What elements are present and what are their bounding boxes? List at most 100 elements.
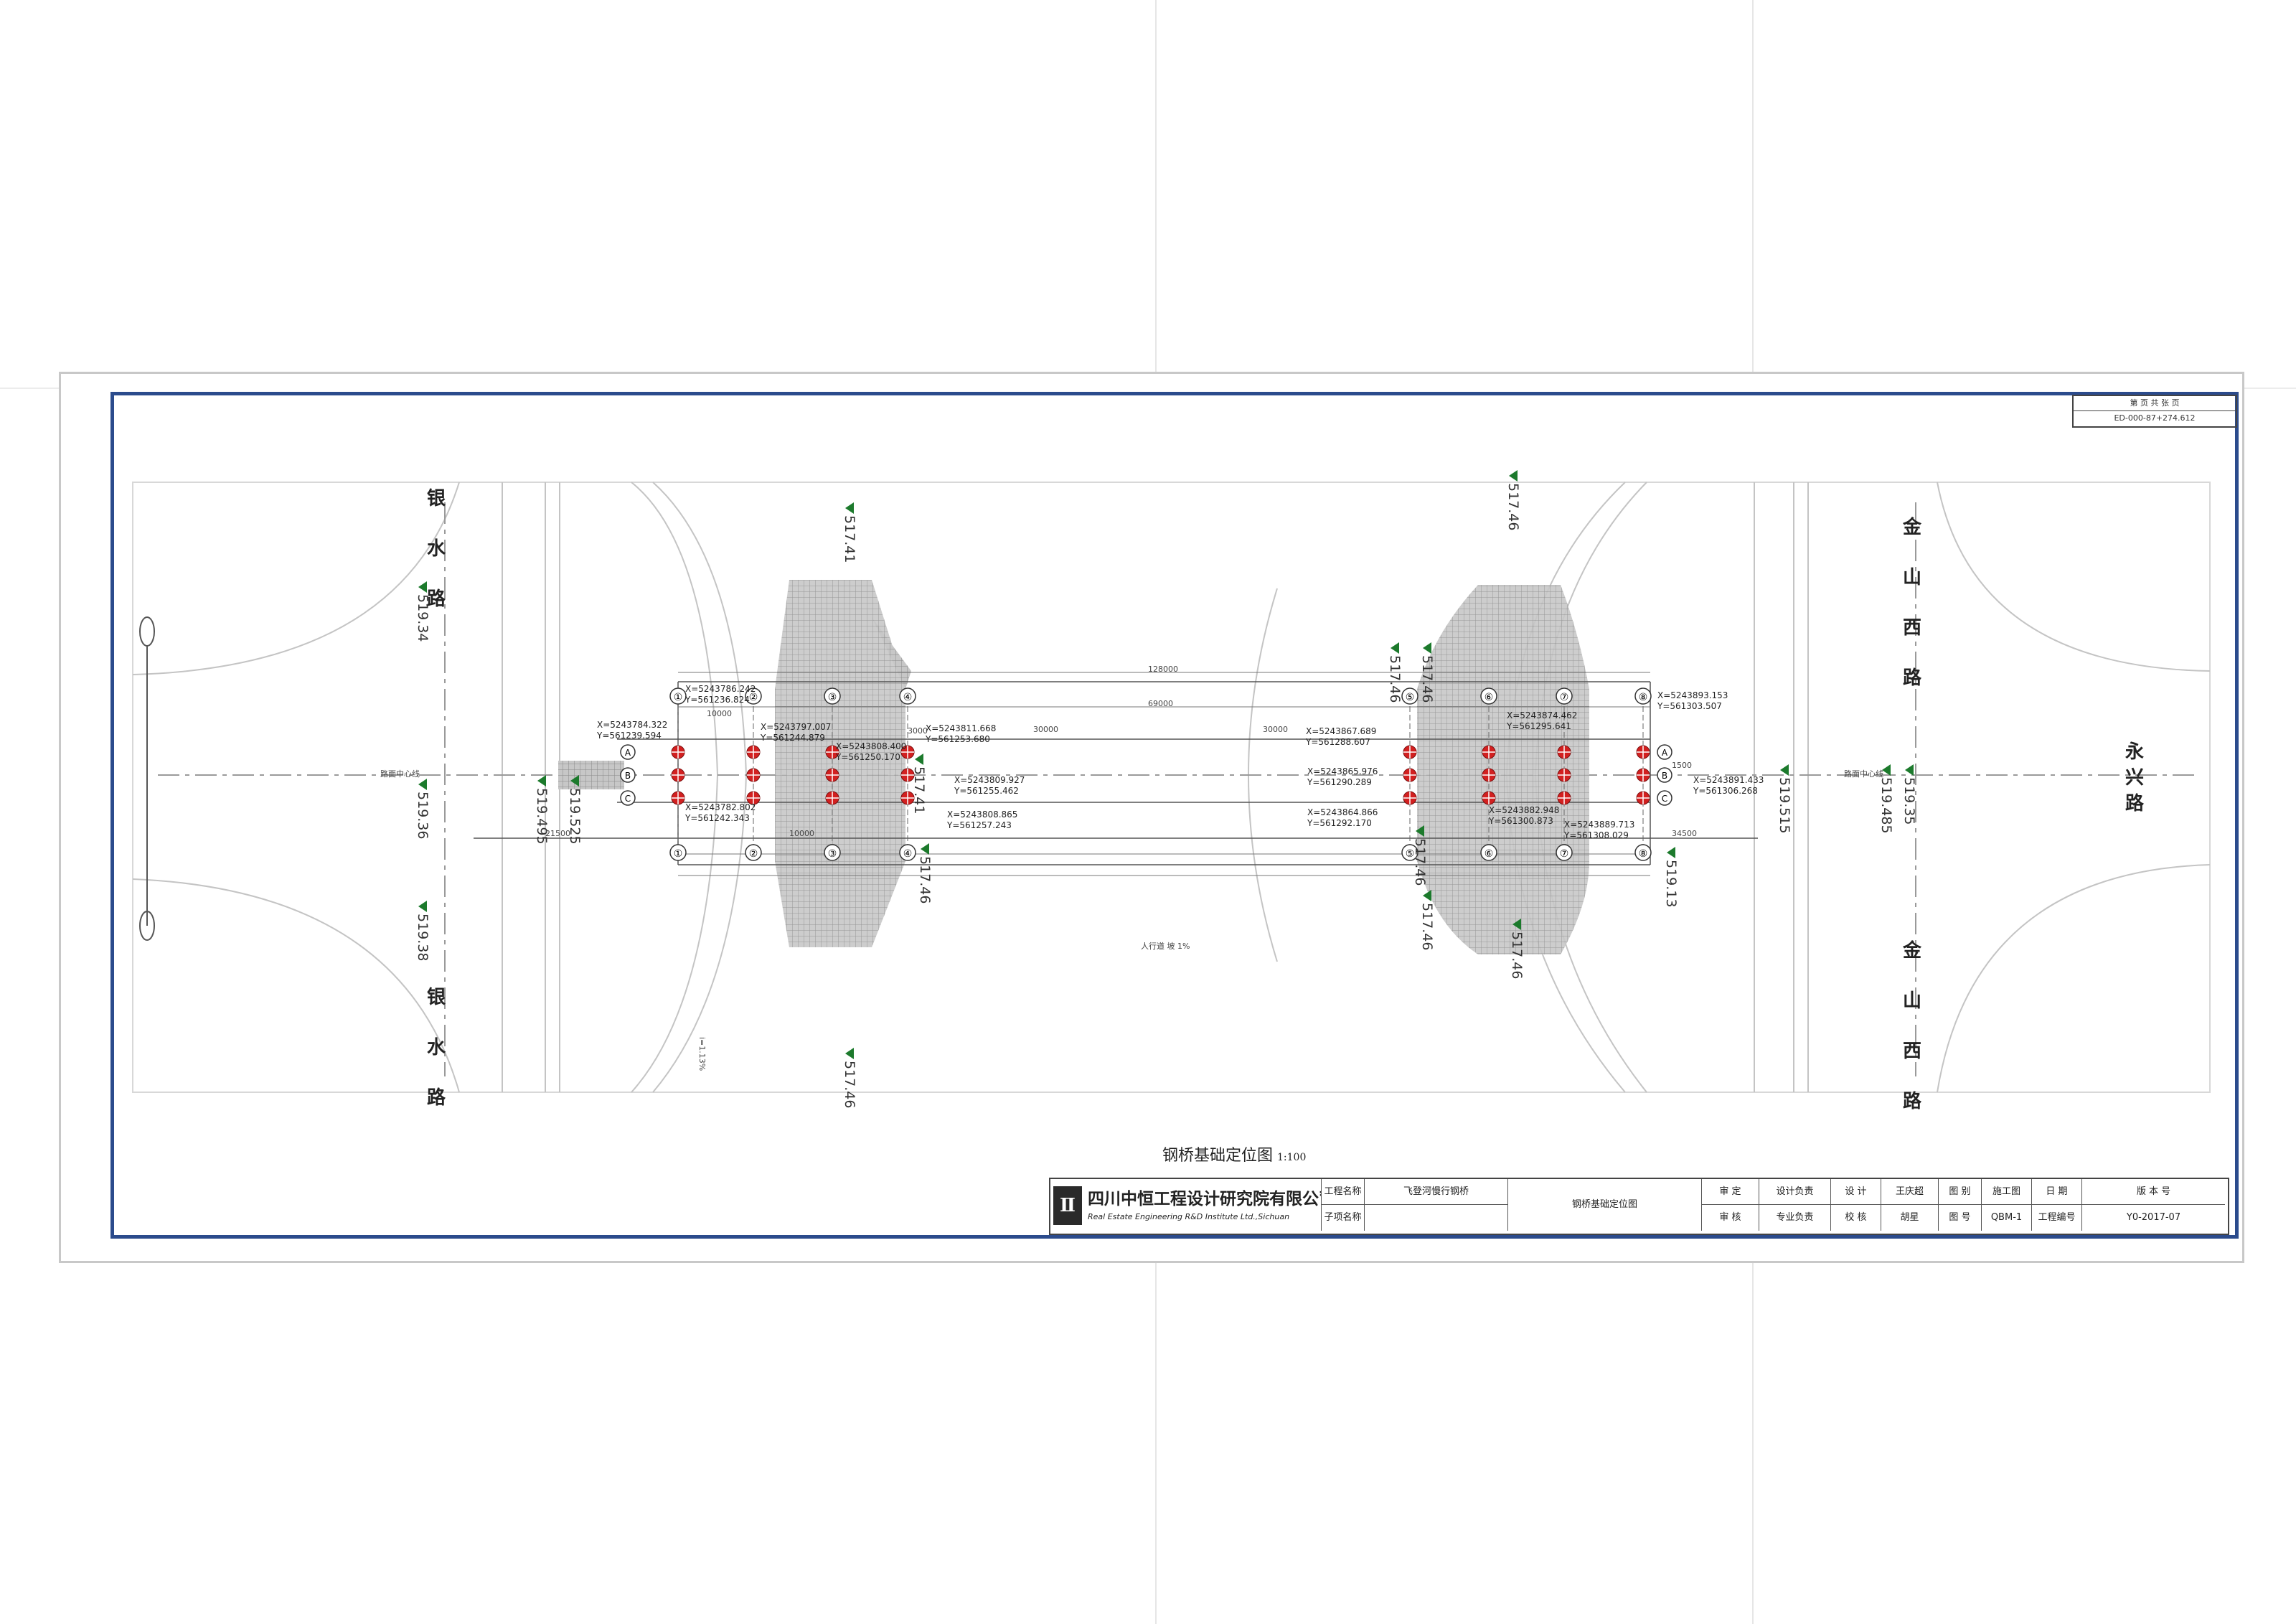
road-label-jinshanxi-top: 金山西路 — [1902, 517, 1921, 689]
slope-note: i=1.13% — [697, 1037, 707, 1071]
elevation-mark: 519.515 — [1777, 764, 1792, 834]
tb-version-label: 版 本 号 — [2082, 1179, 2225, 1205]
pile-marker — [1403, 745, 1417, 759]
row-bubble-label: A — [625, 748, 631, 758]
page-info-header: 第 页 共 张 页 — [2074, 396, 2236, 411]
pile-marker — [746, 745, 761, 759]
grid-bubble-label: ① — [674, 692, 683, 703]
tb-no-label: 图 号 — [1939, 1205, 1982, 1231]
dimension-text: 10000 — [707, 709, 732, 718]
pile-marker — [1557, 791, 1571, 805]
tb-checker: 胡星 — [1881, 1205, 1939, 1231]
elevation-mark: 517.46 — [1505, 470, 1521, 530]
row-bubble-label: A — [1662, 748, 1668, 758]
drawing-title-text: 钢桥基础定位图 — [1162, 1147, 1274, 1165]
tb-no-value: QBM-1 — [1982, 1205, 2032, 1231]
row-bubble-label: B — [1662, 771, 1667, 781]
pile-marker — [746, 768, 761, 782]
elevation-marker-icon — [1509, 470, 1518, 482]
grid-bubble-label: ⑧ — [1639, 848, 1648, 860]
tb-version-value: Y0-2017-07 — [2126, 1212, 2181, 1223]
tb-project-value: 飞登河慢行钢桥 — [1365, 1179, 1508, 1205]
elevation-marker-icon — [1512, 919, 1521, 930]
grid-bubble: ④ — [899, 844, 916, 861]
pile-marker — [1403, 791, 1417, 805]
grid-bubble: ⑦ — [1556, 844, 1573, 861]
plan-area — [132, 482, 2211, 1093]
pile-marker — [1557, 745, 1571, 759]
tb-approve: 审 定 — [1702, 1179, 1759, 1205]
dimension-text: 1500 — [1672, 761, 1692, 770]
pile-marker — [671, 768, 685, 782]
tb-sub-value — [1365, 1205, 1508, 1231]
dimension-text: 34500 — [1672, 829, 1697, 838]
elevation-marker-icon — [1667, 847, 1675, 858]
pile-marker — [1557, 768, 1571, 782]
road-label-jinshanxi-bottom: 金山西路 — [1902, 940, 1921, 1112]
grid-bubble-label: ⑥ — [1485, 692, 1494, 703]
drawing-frame — [110, 392, 2239, 1239]
elevation-mark: 517.46 — [1387, 642, 1403, 703]
dimension-text: 69000 — [1148, 699, 1173, 708]
elevation-mark: 517.46 — [1419, 890, 1435, 950]
grid-bubble-label: ⑤ — [1406, 848, 1415, 860]
grid-bubble: ⑦ — [1556, 687, 1573, 705]
title-block: Ⅱ 四川中恒工程设计研究院有限公司 Real Estate Engineerin… — [1049, 1178, 2229, 1235]
foundation-left-wing-top — [872, 617, 911, 689]
grid-bubble-label: ④ — [903, 848, 913, 860]
foundation-right — [1417, 585, 1589, 954]
elevation-mark: 517.46 — [1412, 825, 1428, 886]
elevation-marker-icon — [418, 779, 427, 790]
grid-bubble-label: ② — [749, 692, 758, 703]
grid-bubble-label: ① — [674, 848, 683, 860]
dimension-text: 3000 — [908, 726, 928, 736]
grid-bubble: ⑤ — [1401, 687, 1418, 705]
grid-bubble: ① — [669, 844, 687, 861]
row-bubble-label: B — [625, 771, 631, 781]
grid-bubble-label: ⑦ — [1560, 848, 1569, 860]
road-label-yinshui-top: 银水路 — [426, 488, 446, 610]
row-bubble: B — [1657, 767, 1672, 783]
company-name-en: Real Estate Engineering R&D Institute Lt… — [1088, 1212, 1290, 1221]
row-bubble: B — [620, 767, 636, 783]
elevation-mark: 517.41 — [911, 754, 927, 814]
dimension-text: 30000 — [1033, 725, 1058, 734]
page-info-code: ED-000-87+274.612 — [2114, 413, 2196, 423]
elevation-marker-icon — [537, 775, 546, 787]
tb-job-label: 工程编号 — [2032, 1205, 2082, 1231]
pile-marker — [1636, 791, 1650, 805]
elevation-marker-icon — [570, 775, 579, 787]
pile-markers — [671, 745, 1650, 805]
pile-marker — [1403, 768, 1417, 782]
north-arrow — [139, 616, 155, 941]
grid-bubble: ⑥ — [1480, 844, 1497, 861]
center-label: 路面中心线 — [380, 769, 420, 779]
pile-marker — [900, 791, 915, 805]
pile-marker — [900, 768, 915, 782]
tb-sub-label: 子项名称 — [1322, 1205, 1365, 1231]
drawing-scale: 1:100 — [1277, 1152, 1307, 1163]
pile-marker — [1636, 768, 1650, 782]
row-bubble-label: C — [1662, 794, 1667, 804]
pile-marker — [900, 745, 915, 759]
grid-bubble-label: ③ — [828, 692, 837, 703]
tb-major-lead: 专业负责 — [1759, 1205, 1831, 1231]
row-bubble: C — [620, 790, 636, 806]
elevation-marker-icon — [1423, 642, 1431, 654]
tb-company-cell: Ⅱ 四川中恒工程设计研究院有限公司 Real Estate Engineerin… — [1050, 1179, 1322, 1231]
row-bubble: A — [1657, 744, 1672, 760]
grid-bubble: ⑤ — [1401, 844, 1418, 861]
elevation-marker-icon — [915, 754, 923, 765]
